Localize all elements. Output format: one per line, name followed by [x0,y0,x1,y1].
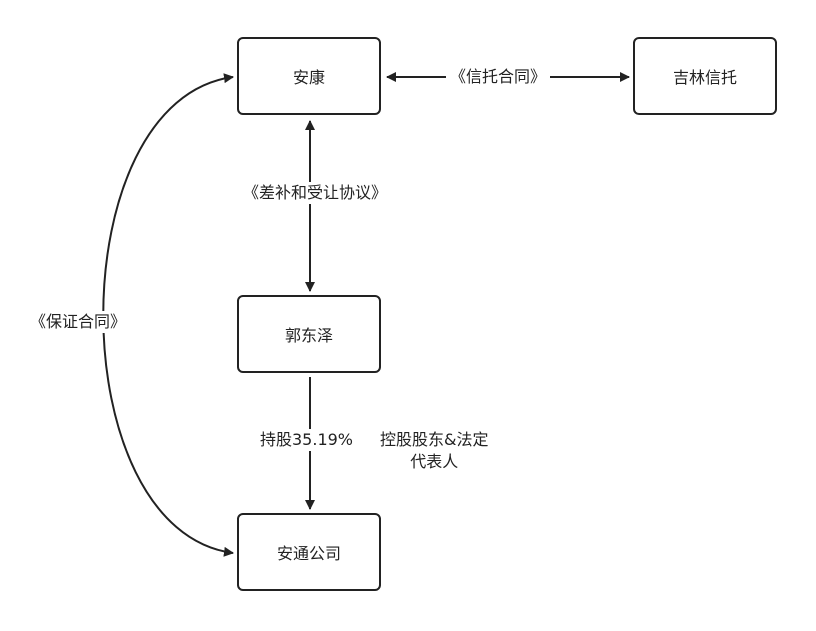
label-compensation-agreement: 《差补和受让协议》 [243,182,388,204]
label-line: 代表人 [410,452,459,471]
node-label: 安康 [292,68,325,87]
label-controlling-shareholder: 控股股东&法定 代表人 [380,429,489,473]
node-guo-dongze[interactable]: 郭东泽 [237,295,381,373]
label-shareholding: 持股35.19% [260,429,354,451]
node-label: 郭东泽 [284,326,333,345]
label-line: 控股股东&法定 [380,430,489,449]
label-guarantee-contract: 《保证合同》 [30,311,127,333]
node-antong[interactable]: 安通公司 [237,513,381,591]
node-ankang[interactable]: 安康 [237,37,381,115]
node-jilin-trust[interactable]: 吉林信托 [633,37,777,115]
node-label: 安通公司 [276,544,341,563]
label-trust-contract: 《信托合同》 [446,66,551,88]
node-label: 吉林信托 [672,68,737,87]
